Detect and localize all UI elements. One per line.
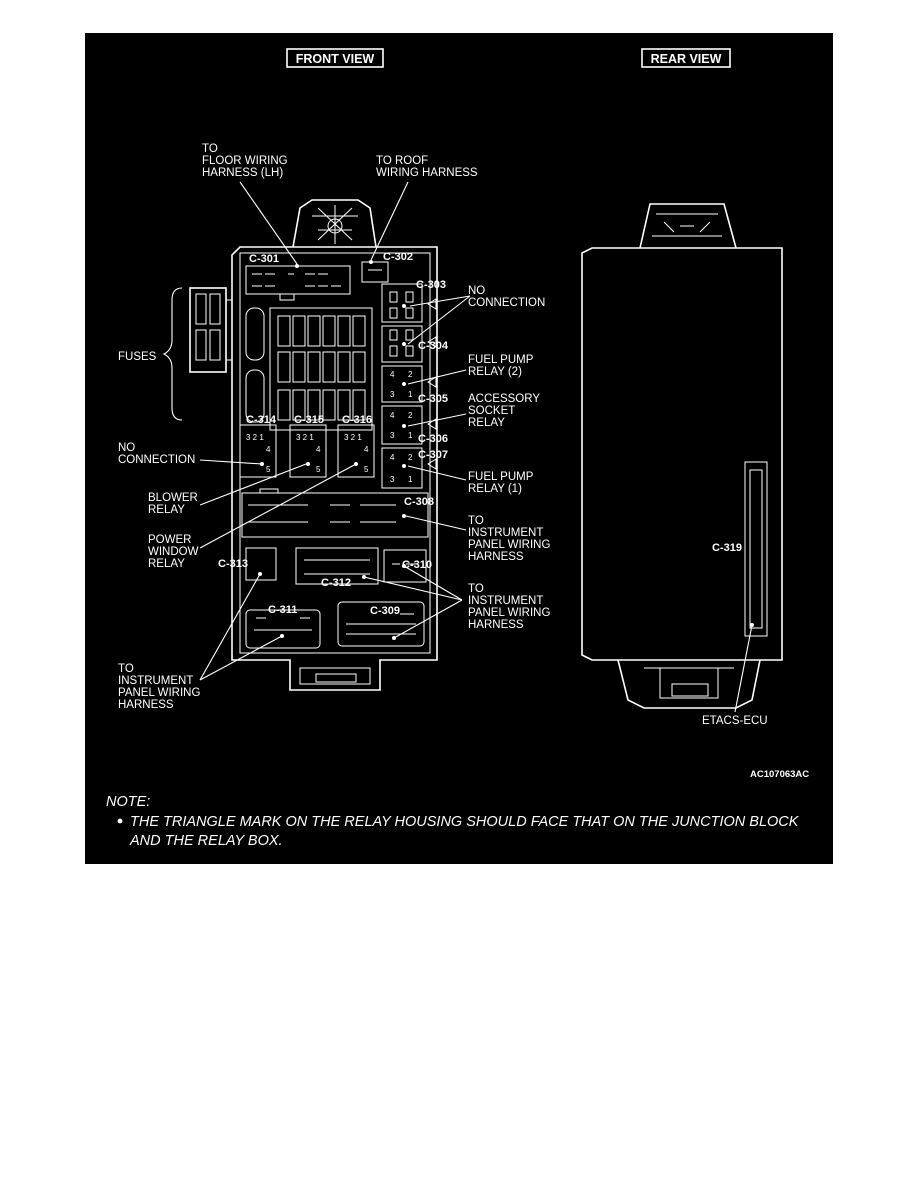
leader-lines [162,181,753,713]
note-heading: NOTE: [106,794,150,810]
pin-label: 5 [364,465,369,474]
etacs-label: ETACS-ECU [702,715,768,727]
instrument-harness-c-label: TO INSTRUMENT PANEL WIRING HARNESS [118,663,204,711]
connection-dots [258,260,754,640]
connector-c305: C-305 [418,393,448,405]
fuse-grid [277,315,366,421]
connector-c310: C-310 [402,559,432,571]
connector-c315: C-315 [294,414,324,426]
connector-c301: C-301 [249,253,279,265]
connector-c306: C-306 [418,433,448,445]
note-bullet [117,818,123,824]
pin-label: 4 [316,445,321,454]
pin-label: 5 [316,465,321,474]
connector-c314: C-314 [246,414,277,426]
instrument-harness-b-label: TO INSTRUMENT PANEL WIRING HARNESS [468,583,554,631]
fuses-label: FUSES [118,351,157,363]
pin-label: 4 [390,370,395,379]
connector-c304: C-304 [418,340,449,352]
pin-label: 4 [390,453,395,462]
fuel-pump-relay-2-label: FUEL PUMP RELAY (2) [468,354,536,378]
connector-c311: C-311 [268,604,297,616]
connector-c316: C-316 [342,414,372,426]
roof-harness-label: TO ROOF WIRING HARNESS [376,155,478,179]
pin-label: 1 [408,431,413,440]
pin-label: 1 [408,390,413,399]
no-connection-left-label: NO CONNECTION [118,442,195,466]
pin-label: 2 [408,370,413,379]
pin-label: 3 2 1 [246,433,264,442]
connector-c313: C-313 [218,558,248,570]
connector-c319: C-319 [712,542,742,554]
pin-label: 5 [266,465,271,474]
figure-code: AC107063AC [750,769,809,780]
connector-c303: C-303 [416,279,446,291]
diagram-background [85,33,833,864]
connector-c309: C-309 [370,605,400,617]
front-view-label: FRONT VIEW [296,52,375,66]
connector-c308: C-308 [404,496,434,508]
rear-view-header: REAR VIEW [641,48,731,68]
rear-view-label: REAR VIEW [651,52,722,66]
pin-label: 4 [266,445,271,454]
connector-c302: C-302 [383,251,413,263]
no-connection-right-label: NO CONNECTION [468,285,545,309]
pin-label: 4 [364,445,369,454]
pin-label: 3 [390,390,395,399]
instrument-harness-a-label: TO INSTRUMENT PANEL WIRING HARNESS [468,515,554,563]
pin-label: 2 [408,453,413,462]
accessory-socket-relay-label: ACCESSORY SOCKET RELAY [468,393,543,429]
rear-junction-block [581,203,783,709]
relay-column [381,283,437,489]
connector-c312: C-312 [321,577,351,589]
pin-label: 4 [390,411,395,420]
pin-label: 2 [408,411,413,420]
note-line-2: AND THE RELAY BOX. [129,833,283,849]
floor-harness-label: TO FLOOR WIRING HARNESS (LH) [202,143,291,179]
connector-c307: C-307 [418,449,448,461]
note-line-1: THE TRIANGLE MARK ON THE RELAY HOUSING S… [130,814,800,830]
blower-relay-label: BLOWER RELAY [148,492,201,516]
pin-label: 1 [408,475,413,484]
fuel-pump-relay-1-label: FUEL PUMP RELAY (1) [468,471,536,495]
pin-label: 3 [390,431,395,440]
pin-label: 3 2 1 [296,433,314,442]
pin-label: 3 [390,475,395,484]
pin-label: 3 2 1 [344,433,362,442]
front-junction-block: 4 2 3 1 4 2 3 1 4 2 3 1 3 2 1 3 2 1 3 2 … [189,199,438,691]
front-view-header: FRONT VIEW [286,48,384,68]
power-window-relay-label: POWER WINDOW RELAY [148,534,202,570]
